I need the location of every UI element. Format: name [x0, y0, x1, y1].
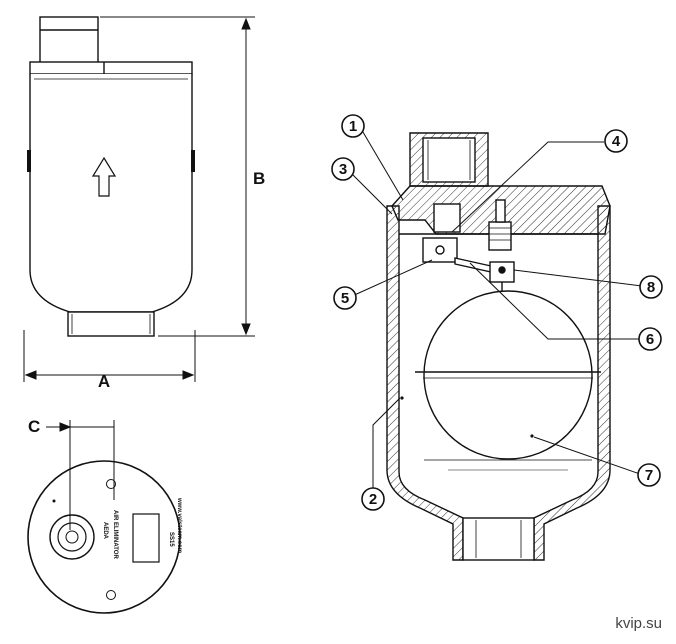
dimension-a-label: A: [98, 372, 110, 391]
watermark: kvip.su: [615, 615, 662, 632]
callout-8-label: 8: [647, 279, 655, 296]
callout-6-label: 6: [646, 331, 654, 348]
nameplate-brand: AEDA: [102, 522, 108, 540]
bottom-view: [27, 460, 181, 614]
callout-5: 5: [333, 286, 357, 310]
callout-4-label: 4: [612, 133, 621, 150]
callout-8: 8: [639, 275, 663, 299]
dimension-c-label: C: [28, 417, 40, 436]
callout-3-label: 3: [339, 161, 347, 178]
dimension-b-label: B: [253, 169, 265, 188]
callout-2-label: 2: [369, 491, 377, 508]
callout-7-label: 7: [645, 467, 653, 484]
nameplate-model: SS15: [168, 532, 174, 547]
callout-2: 2: [361, 487, 385, 511]
dimension-a: [23, 330, 196, 382]
nameplate-website: www.valsteam.com: [176, 497, 182, 553]
callout-6: 6: [638, 327, 662, 351]
dimension-c: [46, 420, 115, 530]
callout-1: 1: [341, 114, 365, 138]
callout-5-label: 5: [341, 290, 349, 307]
callout-4: 4: [604, 129, 628, 153]
callout-1-label: 1: [349, 118, 357, 135]
leader-lines: [347, 126, 643, 488]
section-view: [386, 132, 611, 561]
nameplate-product: AIR ELIMINATOR: [112, 510, 118, 559]
front-view: [27, 16, 195, 337]
callout-7: 7: [637, 463, 661, 487]
dimension-b: [100, 16, 255, 337]
callout-3: 3: [331, 157, 355, 181]
